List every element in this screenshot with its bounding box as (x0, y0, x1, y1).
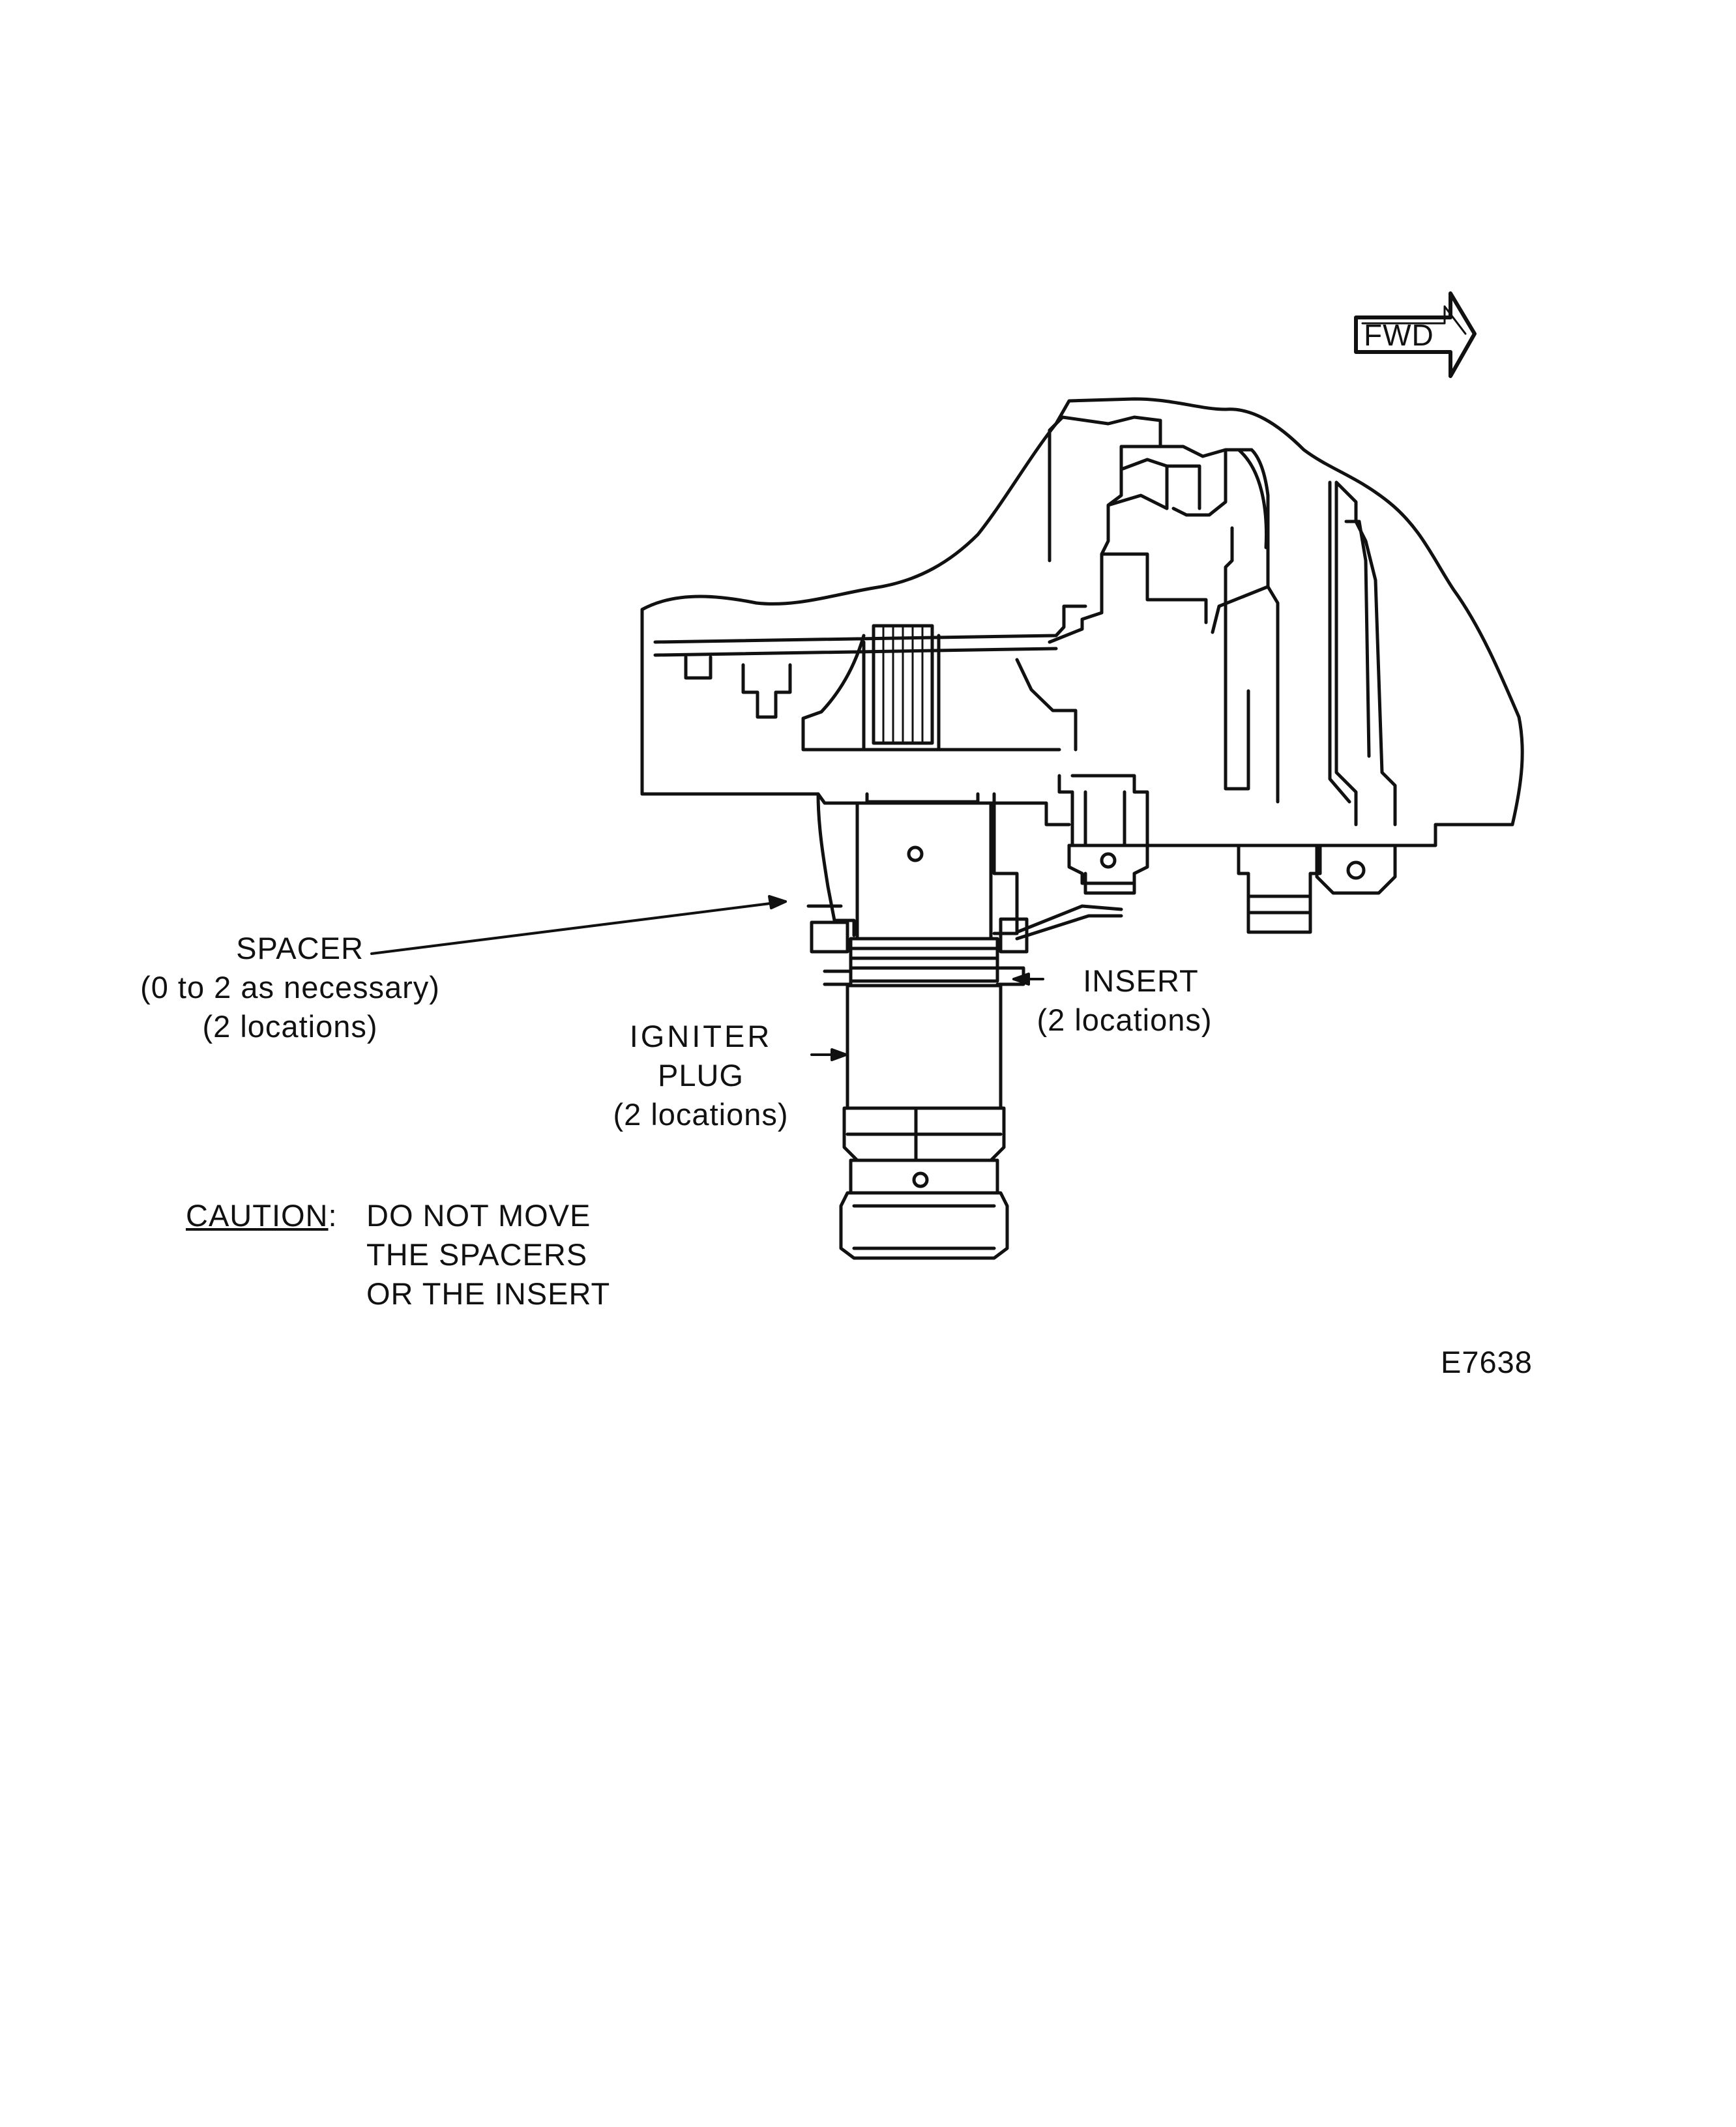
igniter-callout: IGNITER PLUG (2 locations) (590, 1017, 812, 1134)
mount-bolt (1057, 774, 1149, 895)
igniter-boss (816, 792, 1019, 937)
turbine-vane-structure (1048, 415, 1280, 804)
retaining-clip (1015, 904, 1123, 941)
spacer-count: (2 locations) (202, 1009, 378, 1044)
spacer-leader-line (370, 900, 787, 955)
caution-heading: CAUTION (186, 1198, 329, 1233)
engine-case-break-outline (640, 397, 1524, 847)
spacer-callout: SPACER (0 to 2 as necessary) (2 location… (121, 929, 460, 1046)
bolt-hole-icon (1100, 852, 1117, 869)
caution-line-1: DO NOT MOVE (366, 1198, 591, 1233)
spacer-right (999, 917, 1029, 954)
caution-line-2: THE SPACERS (366, 1237, 588, 1272)
igniter-plug-lower (846, 984, 1003, 1110)
igniter-plug-upper (855, 624, 993, 941)
igniter-thread (849, 937, 999, 983)
fitting-right (1315, 843, 1397, 895)
caution-line-3: OR THE INSERT (366, 1276, 611, 1311)
igniter-hex-nut (842, 1106, 1006, 1162)
igniter-count: (2 locations) (613, 1097, 789, 1132)
fitting-right-hole-icon (1346, 860, 1366, 880)
spacer-left (806, 904, 849, 954)
spacer-note: (0 to 2 as necessary) (140, 970, 440, 1005)
fwd-arrow-icon (1354, 291, 1477, 378)
fwd-label: FWD (1364, 318, 1434, 352)
figure-id: E7638 (1441, 1345, 1533, 1379)
liner-fasteners (684, 655, 792, 719)
insert-callout: INSERT (2 locations) (1017, 961, 1232, 1040)
igniter-name-line1: IGNITER (629, 1019, 772, 1053)
igniter-name-line2: PLUG (658, 1058, 744, 1093)
fitting-center (1237, 843, 1322, 934)
diffuser-strut (1328, 480, 1397, 827)
igniter-vent-hole-icon (907, 845, 924, 862)
connector-pin-hole-icon (912, 1171, 929, 1188)
caution-colon: : (328, 1198, 338, 1233)
igniter-leader-arrow-icon (831, 1048, 847, 1061)
caution-note: CAUTION: (186, 1196, 338, 1235)
insert-leader-arrow-icon (1012, 973, 1030, 986)
igniter-splines (882, 624, 924, 744)
igniter-connector (839, 1158, 1009, 1260)
caution-text: DO NOT MOVE THE SPACERS OR THE INSERT (366, 1196, 610, 1313)
spacer-leader-arrow-icon (768, 895, 787, 909)
spacer-name: SPACER (236, 931, 364, 965)
insert-count: (2 locations) (1037, 1003, 1213, 1037)
combustor-liner (653, 604, 1087, 752)
insert-name: INSERT (1083, 963, 1199, 998)
